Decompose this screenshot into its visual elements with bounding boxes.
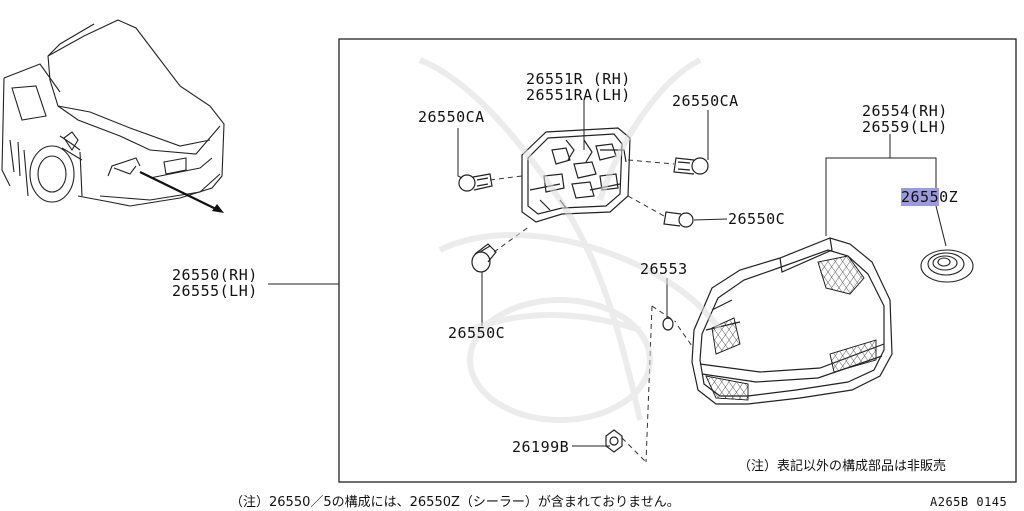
label-26550-rh: 26550(RH) <box>172 266 258 284</box>
label-26559: 26559(LH) <box>862 118 948 136</box>
note-not-for-sale: （注）表記以外の構成部品は非販売 <box>738 459 947 474</box>
lens-hatching <box>705 255 877 401</box>
label-26554: 26554(RH) <box>862 102 948 120</box>
label-26550ca-right: 26550CA <box>672 92 739 110</box>
note-sealer-not-included: （注）26550／5の構成には、26550Z（シーラー）が含まれておりません。 <box>230 495 680 510</box>
watermark-emblem <box>418 57 723 423</box>
sealer-26550z <box>920 249 974 283</box>
label-26550c-right: 26550C <box>728 210 786 228</box>
leader-lines <box>268 100 947 447</box>
locator-arrow <box>139 171 224 213</box>
lamp-socket-plate <box>521 127 631 223</box>
figure-code: A265B 0145 <box>930 495 1008 509</box>
label-26550z-highlight: 2655 <box>901 188 940 206</box>
label-26550z: 26550Z <box>901 188 959 206</box>
assembly-dash-lines <box>489 159 693 463</box>
seal-26553 <box>662 317 674 331</box>
car-illustration <box>1 19 225 207</box>
nut-26199b <box>605 429 623 453</box>
label-26551ra: 26551RA(LH) <box>526 86 631 104</box>
bulb-26550ca-right <box>673 157 709 175</box>
diagram-frame <box>338 38 1017 483</box>
label-26199b: 26199B <box>512 438 570 456</box>
bulb-26550c-right <box>663 211 694 228</box>
label-26551r: 26551R (RH) <box>526 70 631 88</box>
label-26550ca-left: 26550CA <box>418 108 485 126</box>
label-26550z-rest: 0Z <box>939 188 959 206</box>
label-26555-lh: 26555(LH) <box>172 282 258 300</box>
label-26550c-bottom: 26550C <box>448 324 506 342</box>
bulb-26550c-bottom <box>471 243 497 273</box>
label-26553: 26553 <box>640 260 688 278</box>
bulb-26550ca-left <box>458 173 493 192</box>
